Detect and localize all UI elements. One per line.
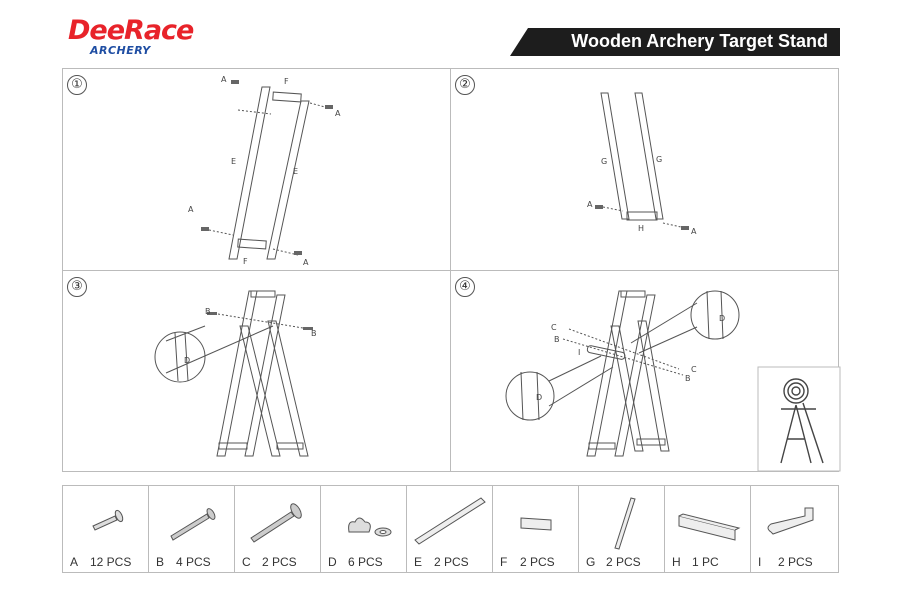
label-e: E <box>293 167 299 176</box>
label-d: D <box>536 393 543 402</box>
part-letter: D <box>328 555 337 569</box>
step-4-panel: ④ <box>450 270 841 472</box>
label-e: E <box>231 157 237 166</box>
part-d: D 6 PCS <box>321 486 407 572</box>
step-2-number: ② <box>455 75 475 95</box>
part-f: F 2 PCS <box>493 486 579 572</box>
label-d: D <box>184 356 191 365</box>
bolt-a-icon <box>681 226 689 230</box>
step-4-number: ④ <box>455 277 475 297</box>
step-4-diagram <box>505 290 841 472</box>
label-b: B <box>554 335 560 344</box>
bolt-a-icon <box>595 205 603 209</box>
brand-logo: DeeRace ARCHERY <box>68 16 218 60</box>
part-qty: 2 PCS <box>520 555 555 569</box>
part-qty: 4 PCS <box>176 555 211 569</box>
page-title: Wooden Archery Target Stand <box>571 31 828 51</box>
crossbar-icon <box>678 513 741 541</box>
part-b: B 4 PCS <box>149 486 235 572</box>
part-qty: 12 PCS <box>90 555 132 569</box>
part-letter: F <box>500 555 508 569</box>
label-a: A <box>335 109 341 118</box>
part-a: A 12 PCS <box>63 486 149 572</box>
label-a: A <box>587 200 593 209</box>
brand-sub: ARCHERY <box>90 44 151 57</box>
label-g: G <box>601 157 608 166</box>
step-1-diagram <box>201 80 333 260</box>
label-c: C <box>691 365 697 374</box>
bolt-b-icon <box>303 327 313 330</box>
label-c: C <box>551 323 557 332</box>
label-i: I <box>578 348 581 357</box>
label-f: F <box>284 77 289 86</box>
short-block-icon <box>520 517 552 531</box>
label-h: H <box>638 224 645 233</box>
bolt-a-icon <box>201 227 209 231</box>
step-3-diagram <box>154 290 313 457</box>
part-qty: 6 PCS <box>348 555 383 569</box>
label-a: A <box>188 205 194 214</box>
long-bolt-icon <box>170 508 216 541</box>
part-g: G 2 PCS <box>579 486 665 572</box>
part-qty: 1 PC <box>692 555 719 569</box>
part-e: E 2 PCS <box>407 486 493 572</box>
part-qty: 2 PCS <box>606 555 641 569</box>
step-1-number: ① <box>67 75 87 95</box>
step-1-panel: ① A F A E E A F A <box>62 68 451 271</box>
part-letter: H <box>672 555 681 569</box>
title-bar: Wooden Archery Target Stand <box>510 28 840 56</box>
bracket-icon <box>767 507 814 535</box>
label-a: A <box>691 227 697 236</box>
label-a: A <box>221 75 227 84</box>
bolt-a-icon <box>231 80 239 84</box>
parts-list: A 12 PCS B 4 PCS C 2 PCS D 6 PCS E 2 PCS… <box>62 485 839 573</box>
label-b: B <box>311 329 317 338</box>
leg-rail-icon <box>614 497 636 550</box>
label-d: D <box>719 314 726 323</box>
large-bolt-icon <box>250 503 302 543</box>
label-a: A <box>303 258 309 267</box>
long-rail-icon <box>414 497 486 545</box>
part-letter: E <box>414 555 423 569</box>
part-qty: 2 PCS <box>434 555 469 569</box>
label-b: B <box>685 374 691 383</box>
step-3-panel: ③ B B D <box>62 270 451 472</box>
label-b: B <box>205 307 211 316</box>
part-letter: A <box>70 555 79 569</box>
short-bolt-icon <box>92 509 124 531</box>
assembled-target-icon <box>780 378 824 464</box>
part-qty: 2 PCS <box>778 555 813 569</box>
label-g: G <box>656 155 663 164</box>
part-letter: C <box>242 555 251 569</box>
label-f: F <box>243 257 248 266</box>
step-2-panel: ② G G A H A <box>450 68 839 271</box>
step-2-diagram <box>595 92 689 230</box>
step-3-number: ③ <box>67 277 87 297</box>
part-c: C 2 PCS <box>235 486 321 572</box>
part-letter: B <box>156 555 165 569</box>
part-letter: G <box>586 555 596 569</box>
part-h: H 1 PC <box>665 486 751 572</box>
bolt-b-icon <box>207 312 217 315</box>
brand-name: DeeRace <box>68 15 194 46</box>
part-letter: I <box>758 555 762 569</box>
part-qty: 2 PCS <box>262 555 297 569</box>
bolt-a-icon <box>325 105 333 109</box>
bolt-a-icon <box>294 251 302 255</box>
part-i: I 2 PCS <box>751 486 840 572</box>
wing-nut-washer-icon <box>348 517 392 537</box>
